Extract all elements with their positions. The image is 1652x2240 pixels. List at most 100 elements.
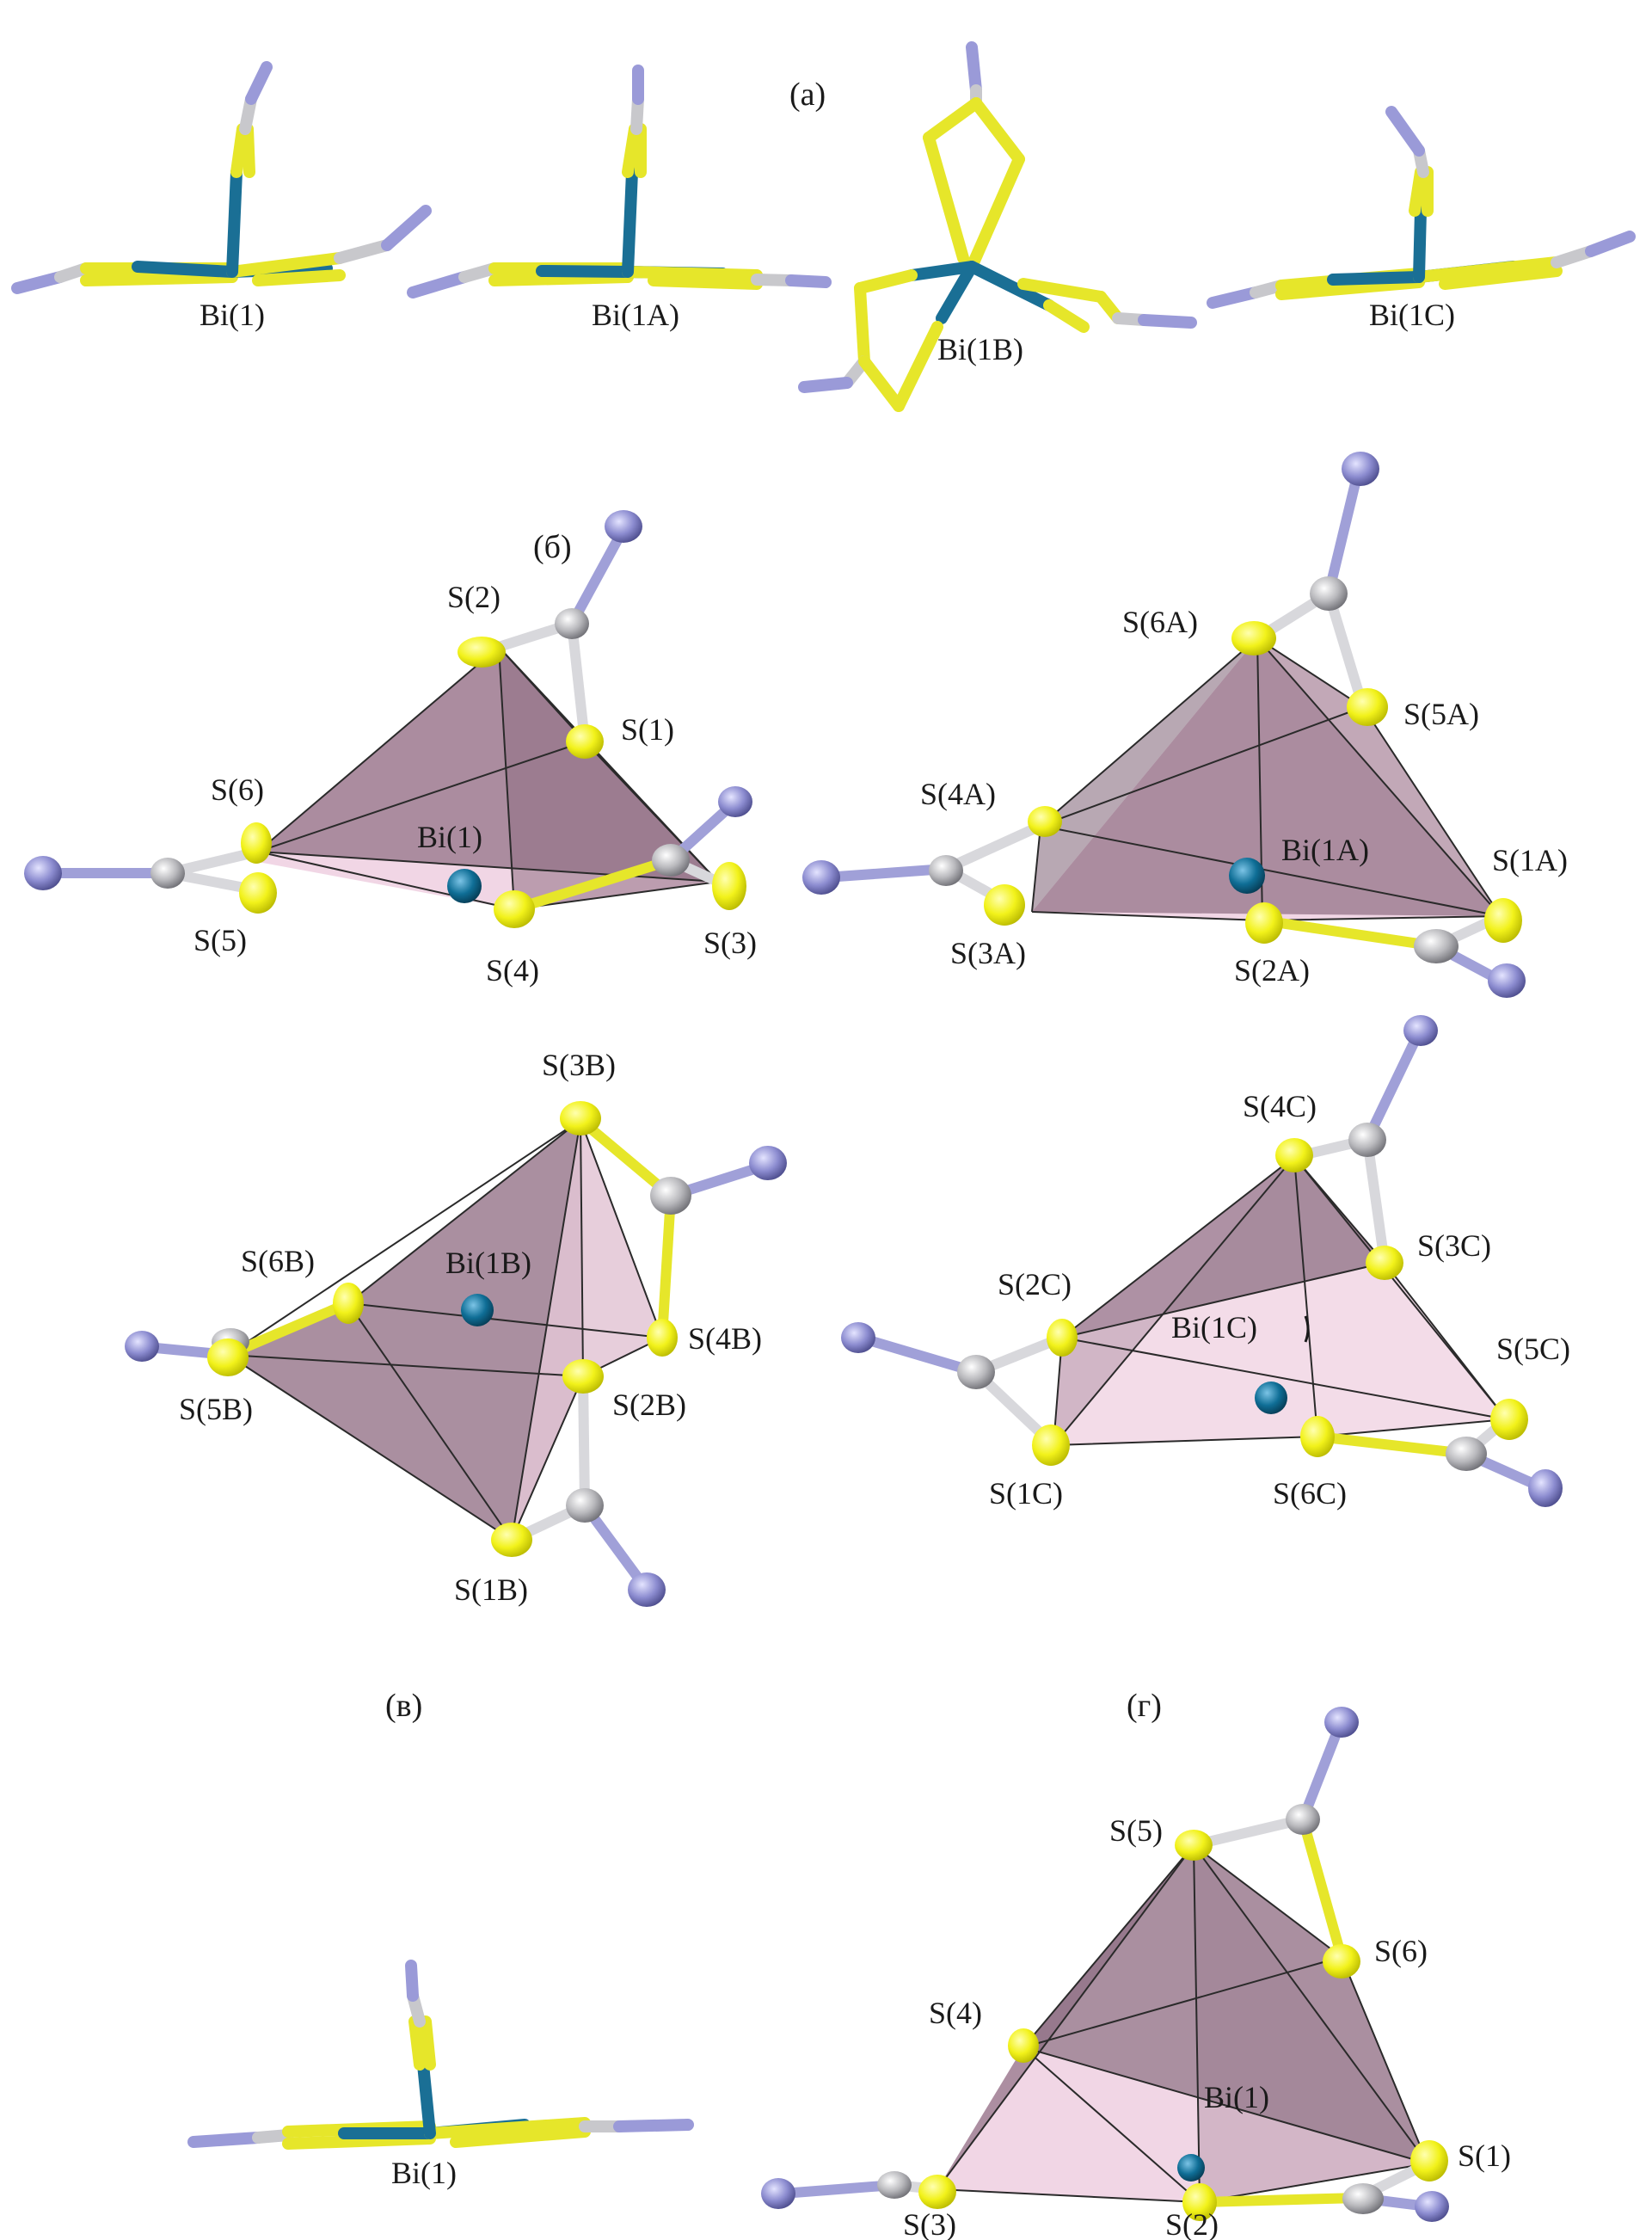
label-s3: S(3) [703, 926, 757, 960]
carbon-atom [929, 855, 963, 886]
label-s5b: S(5B) [179, 1392, 253, 1426]
label-s5a: S(5A) [1403, 697, 1479, 731]
sulfur-atom [1490, 1399, 1528, 1440]
label-s1: S(1) [621, 712, 674, 747]
label-s3a: S(3A) [950, 936, 1026, 970]
carbon-atom [1310, 576, 1348, 611]
nitrogen-atom [628, 1572, 666, 1607]
panel-label-b: (б) [533, 529, 572, 565]
carbon-atom [877, 2171, 912, 2199]
label-s5-g: S(5) [1109, 1813, 1163, 1848]
polyhedron-bi1b: S(3B) S(6B) Bi(1B) S(4B) S(5B) S(2B) S(1… [125, 1048, 787, 1607]
carbon-atom [150, 858, 185, 889]
label-s6c: S(6C) [1273, 1476, 1347, 1511]
label-s5c: S(5C) [1496, 1332, 1570, 1366]
nitrogen-atom [125, 1331, 159, 1362]
stick-model-bi1a [407, 65, 832, 298]
label-bi1c-a: Bi(1C) [1369, 298, 1455, 332]
sulfur-atom [241, 822, 272, 864]
label-s1a: S(1A) [1492, 843, 1568, 877]
nitrogen-atom [802, 860, 840, 895]
bismuth-atom [1177, 2154, 1205, 2182]
polyhedron-bi1: (б) [24, 510, 757, 988]
nitrogen-atom [605, 510, 642, 543]
sulfur-atom [494, 890, 535, 928]
panel-g: (г) [761, 1688, 1511, 2240]
polyhedron-bi1a: S(6A) S(5A) S(4A) Bi(1A) S(1A) S(3A) S(2… [802, 452, 1568, 998]
nitrogen-atom [1324, 1707, 1359, 1738]
label-s6: S(6) [211, 772, 264, 807]
poly-left-face [228, 1120, 583, 1540]
label-s5: S(5) [193, 923, 247, 957]
poly-base-face [1053, 1263, 1507, 1445]
label-s2-g: S(2) [1165, 2207, 1219, 2240]
sulfur-atom [647, 1319, 678, 1357]
sulfur-atom [918, 2175, 956, 2209]
bismuth-atom [447, 869, 482, 903]
label-s1-g: S(1) [1458, 2138, 1511, 2173]
label-bi1b: Bi(1B) [445, 1246, 531, 1280]
sulfur-atom [1047, 1319, 1078, 1357]
stick-model-bi1 [11, 61, 432, 294]
sulfur-atom [1245, 902, 1283, 944]
label-s1c: S(1C) [989, 1476, 1063, 1511]
panel-label-a: (а) [789, 77, 826, 113]
sulfur-atom [1323, 1944, 1360, 1978]
label-s6-g: S(6) [1374, 1934, 1428, 1968]
nitrogen-atom [24, 856, 62, 890]
sulfur-atom [562, 1359, 604, 1394]
carbon-atom [1348, 1123, 1386, 1157]
carbon-atom [566, 1488, 604, 1523]
nitrogen-atom [1488, 963, 1526, 998]
poly-front-face [499, 647, 718, 909]
sulfur-atom [1366, 1246, 1403, 1280]
nitrogen-atom [761, 2178, 795, 2209]
sulfur-atom [207, 1338, 249, 1376]
sulfur-atom [1008, 2028, 1039, 2063]
poly-front-face [1194, 1845, 1428, 2202]
bismuth-atom [461, 1294, 494, 1326]
label-s2a: S(2A) [1234, 953, 1310, 988]
panel-v: (в) Bi(1) [187, 1688, 694, 2190]
label-s3c: S(3C) [1417, 1228, 1491, 1263]
carbon-atom [1342, 2183, 1384, 2214]
label-s2c: S(2C) [998, 1267, 1072, 1302]
stick-model-bi1b [798, 41, 1197, 412]
carbon-atom [1414, 929, 1459, 963]
polyhedron-bi1c: S(4C) S(3C) S(2C) Bi(1C) S(5C) S(1C) S(6… [841, 1015, 1570, 1511]
sulfur-atom [1231, 621, 1276, 655]
label-s4b: S(4B) [688, 1321, 762, 1356]
sulfur-atom [566, 724, 604, 759]
label-s4: S(4) [486, 953, 539, 988]
carbon-atom [1286, 1804, 1320, 1835]
label-bi1a: Bi(1A) [1281, 833, 1369, 867]
label-s6b: S(6B) [241, 1244, 315, 1278]
carbon-atom [1446, 1437, 1487, 1471]
nitrogen-atom [1403, 1015, 1438, 1046]
label-s4a: S(4A) [920, 777, 996, 811]
stick-model-bi1-v [187, 1960, 694, 2150]
ligand-bonds [42, 524, 738, 914]
sulfur-atom [1032, 1425, 1070, 1466]
label-s4-g: S(4) [929, 1996, 982, 2030]
panel-label-g: (г) [1127, 1688, 1162, 1724]
label-s6a: S(6A) [1122, 605, 1198, 639]
sulfur-atom [984, 884, 1025, 926]
sulfur-atom [1275, 1138, 1313, 1172]
sulfur-atom [1182, 2183, 1217, 2221]
label-bi1c: Bi(1C) [1171, 1310, 1257, 1345]
poly-back-face [1023, 1845, 1428, 2163]
carbon-atom [652, 844, 690, 877]
label-bi1-g: Bi(1) [1204, 2080, 1269, 2114]
label-s1b: S(1B) [454, 1572, 528, 1607]
nitrogen-atom [1415, 2191, 1449, 2222]
stick-model-bi1c [1207, 106, 1636, 309]
label-bi1-a: Bi(1) [200, 298, 265, 332]
nitrogen-atom [718, 786, 752, 817]
nitrogen-atom [841, 1322, 875, 1353]
panel-label-v: (в) [385, 1688, 422, 1724]
label-s3b: S(3B) [542, 1048, 616, 1082]
label-bi1a-a: Bi(1A) [592, 298, 679, 332]
sulfur-atom [333, 1283, 364, 1324]
